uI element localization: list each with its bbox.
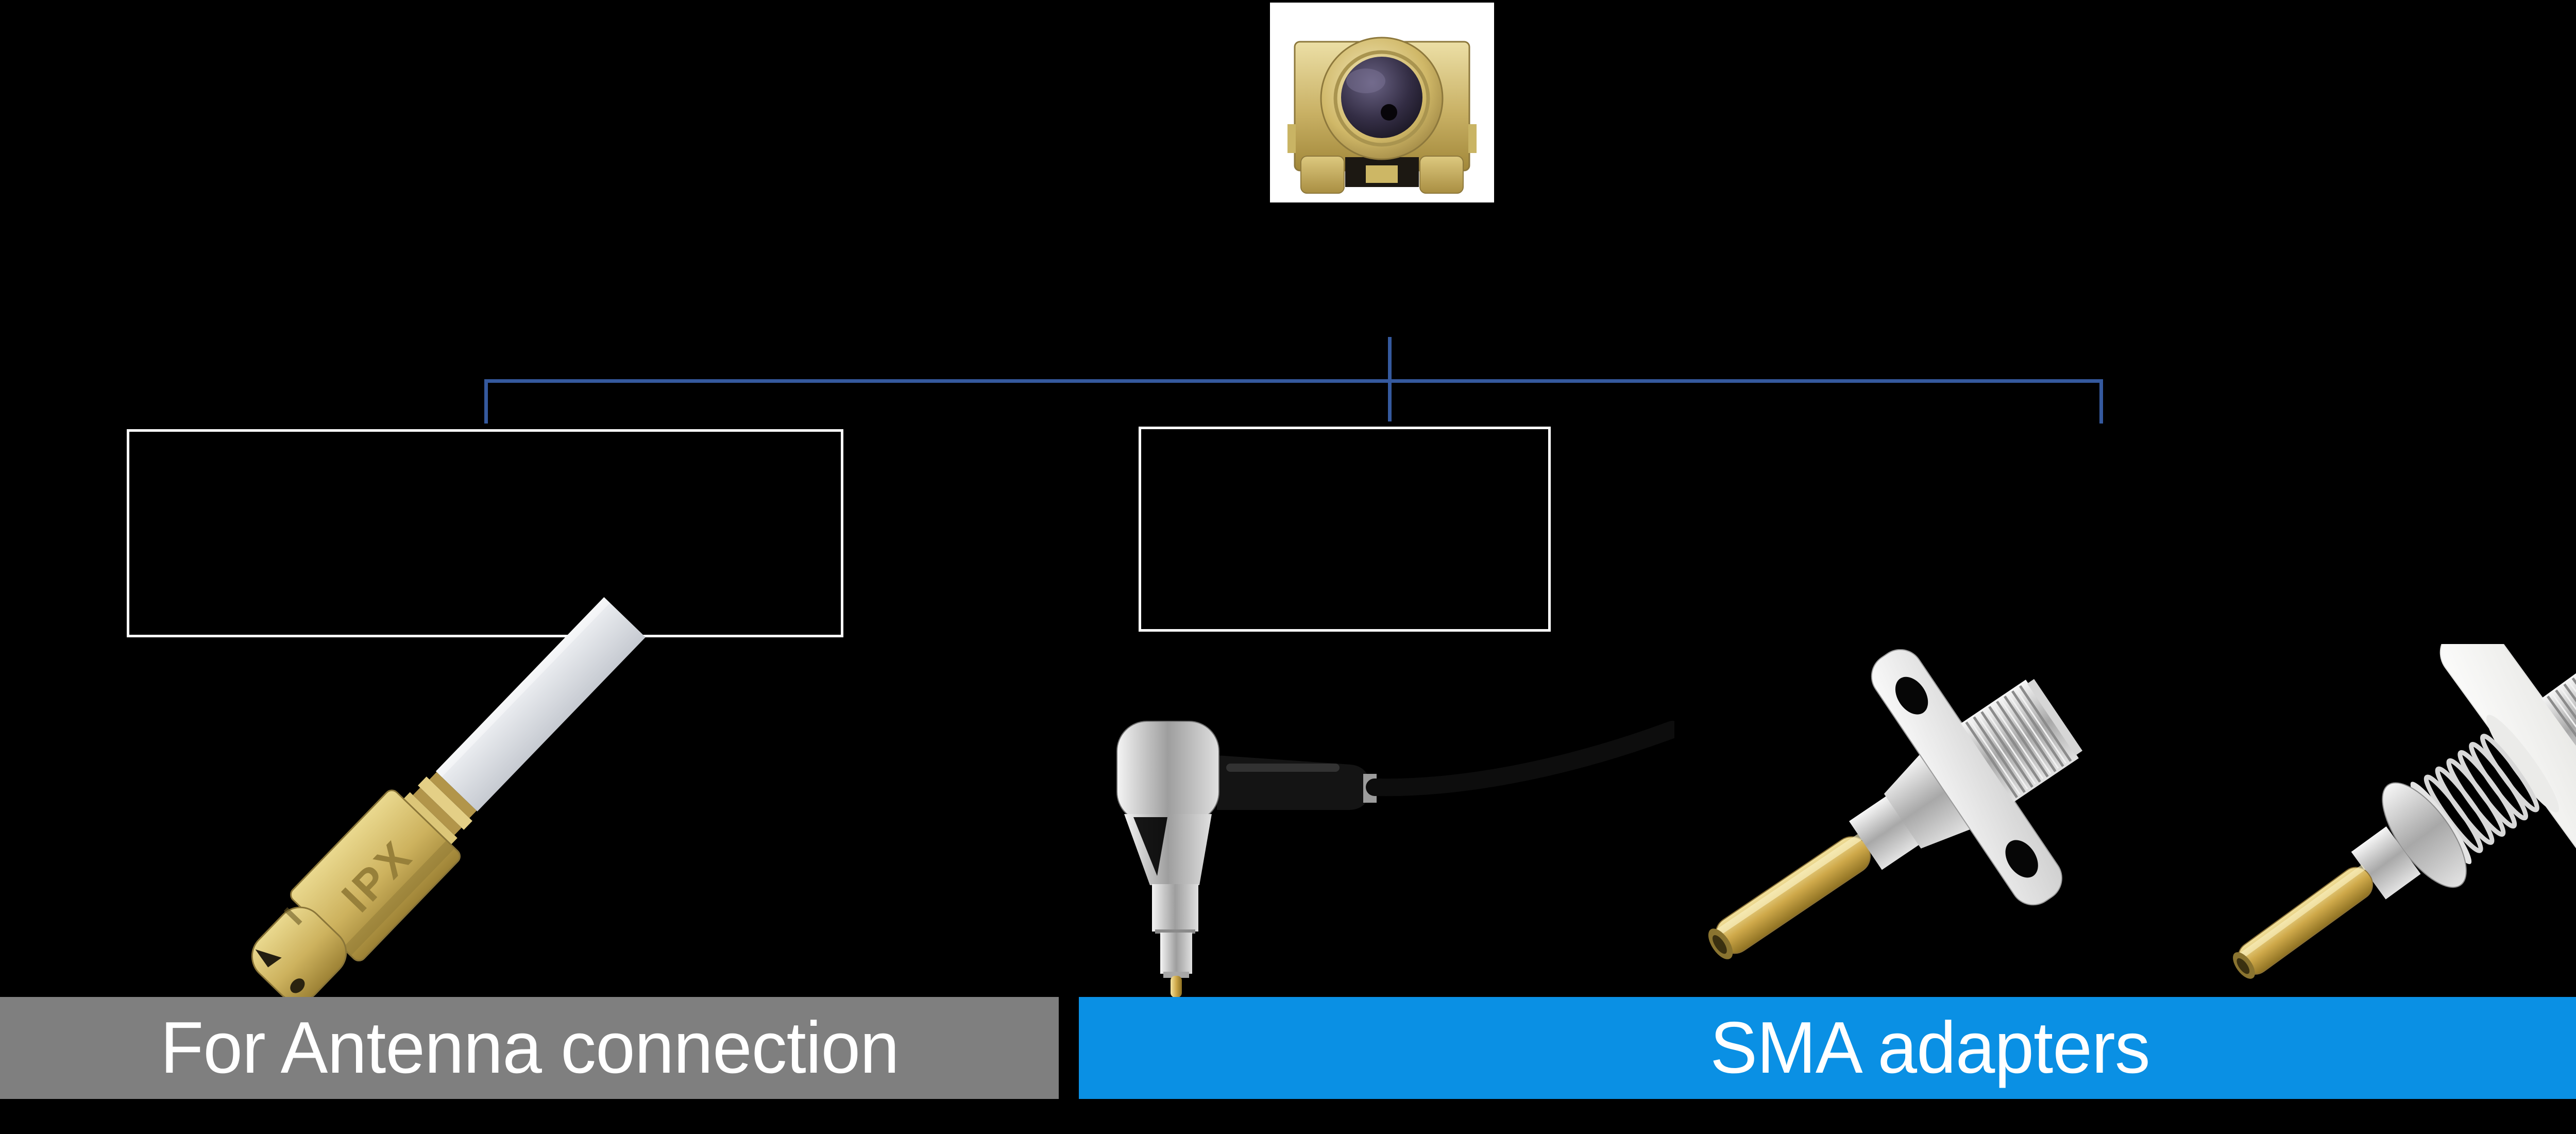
banner-antenna: For Antenna connection <box>0 997 1059 1099</box>
right-tab <box>1468 124 1477 153</box>
gold-barrel-pin <box>2238 867 2374 975</box>
banner-antenna-label: For Antenna connection <box>160 1007 900 1089</box>
pin-collar <box>2351 826 2421 900</box>
right-angle-plug-photo <box>1056 659 1674 1000</box>
gold-pin <box>1171 976 1182 997</box>
clip-notch <box>1133 817 1167 876</box>
stub-thread-ridges <box>2552 681 2576 757</box>
lower-cylinder <box>1160 933 1192 974</box>
dome-highlight <box>1346 69 1385 93</box>
neck-ring-3 <box>418 776 472 830</box>
right-angle-plug-drawing <box>1116 721 1674 997</box>
ufl-connector-drawing <box>1287 37 1477 194</box>
center-hole <box>1381 104 1397 121</box>
gasket-ring <box>2486 715 2559 813</box>
flange-hole-bottom <box>2005 840 2038 878</box>
center-dome <box>1341 57 1422 138</box>
center-contact <box>1366 165 1398 183</box>
neck-ring-1 <box>401 792 457 847</box>
pin-step <box>1849 796 1920 870</box>
ring-lip <box>1333 50 1430 147</box>
banner-sma: SMA adapters <box>1079 997 2576 1099</box>
tip-plate <box>1163 972 1189 978</box>
silver-disc <box>2382 782 2467 888</box>
pin-shine <box>1711 833 1863 939</box>
tip-slot-2 <box>290 978 305 993</box>
tree-line-left-drop <box>484 379 488 424</box>
neck-ring-4 <box>429 772 477 818</box>
black-cable <box>1366 721 1674 797</box>
category-box-middle <box>1139 427 1551 632</box>
flange-hole-top <box>1895 676 1928 715</box>
cable-highlight <box>435 597 610 777</box>
pin-tip-bore <box>1712 935 1727 954</box>
body-shade <box>343 840 455 956</box>
tip-slot-1 <box>255 949 282 968</box>
left-tab <box>1287 124 1296 153</box>
ipx-plug-cable-photo: IPX <box>222 593 943 1005</box>
barrel-end-face <box>2027 679 2083 756</box>
thread-grooves <box>1965 685 2072 799</box>
category-box-left <box>127 429 843 637</box>
pin-shine <box>2234 865 2366 962</box>
sma-bulkhead-adapter-photo <box>2205 644 2576 1000</box>
neck-ring-2 <box>413 787 462 835</box>
boot-highlight <box>1226 764 1340 772</box>
rubber-boot <box>1217 755 1370 810</box>
ufl-connector-photo <box>1270 3 1494 202</box>
banner-sma-label: SMA adapters <box>1710 1007 2150 1089</box>
white-ribbon-cable <box>435 597 646 811</box>
stub-thread-grooves <box>2547 677 2576 761</box>
spring-coils <box>2424 734 2539 853</box>
tip-seam <box>283 907 302 925</box>
right-leg <box>1419 156 1464 194</box>
cylinder-seam <box>1155 929 1195 934</box>
left-leg <box>1300 156 1345 194</box>
tree-line-horizontal <box>484 379 2103 383</box>
pin-tip-bore <box>2236 958 2250 974</box>
sma-bulkhead-adapter-drawing <box>2233 644 2576 979</box>
gold-barrel-pin <box>1715 836 1871 954</box>
ipx-plug-drawing: IPX <box>251 597 646 1003</box>
sma-flange-adapter-drawing <box>1708 649 2083 959</box>
plug-cap <box>1116 721 1219 822</box>
plug-tip-barrel <box>251 906 347 1003</box>
mid-cylinder <box>1152 884 1198 932</box>
body-cone <box>1884 752 1973 849</box>
thread-ridges <box>1970 689 2067 795</box>
tree-line-right-drop <box>2099 379 2103 424</box>
sma-flange-adapter-photo <box>1690 649 2102 1000</box>
